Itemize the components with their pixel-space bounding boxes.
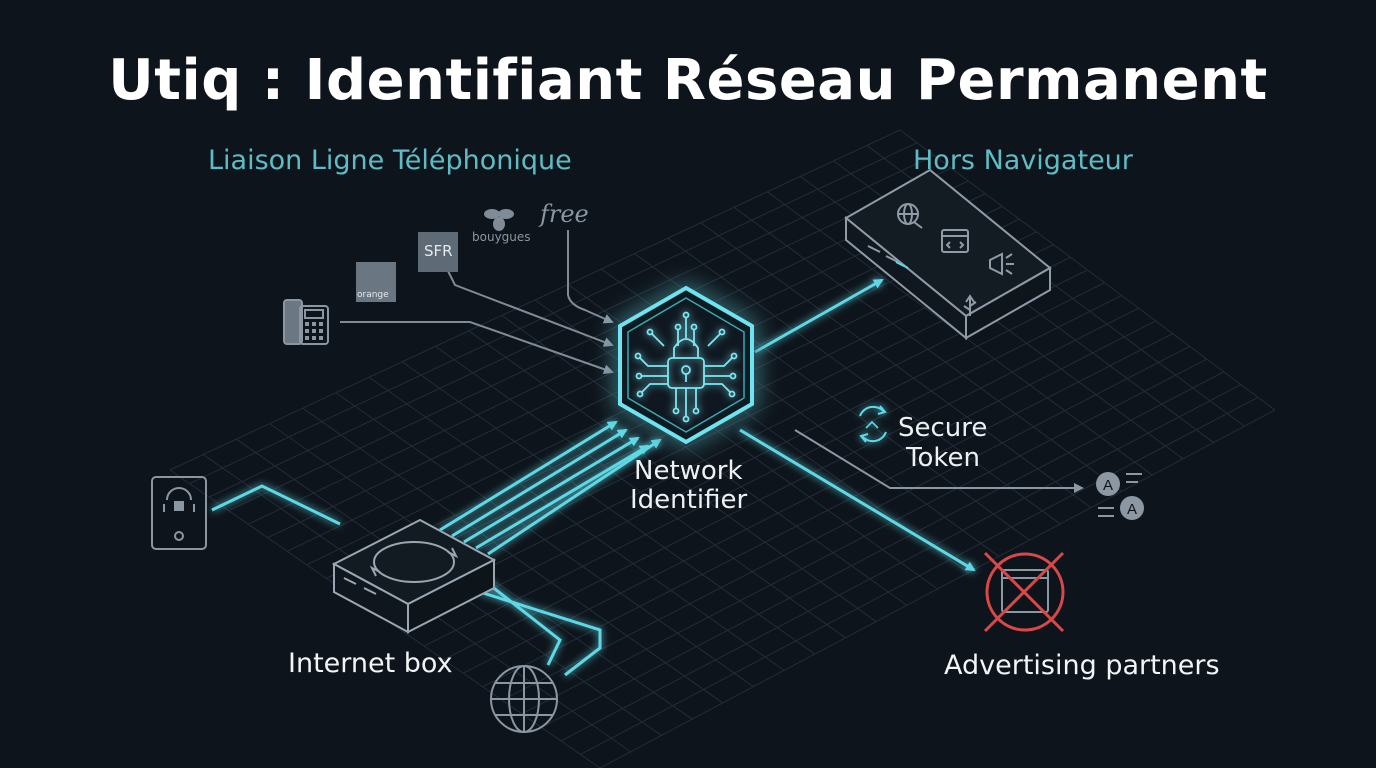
secure-token-label-line1: Secure — [898, 413, 988, 443]
grid-line — [423, 295, 1122, 647]
usb-icon — [963, 294, 977, 316]
secure-token-label-line2: Token — [906, 443, 980, 473]
secure-token-link — [794, 429, 1084, 493]
translate-a-1: A — [1103, 477, 1113, 494]
grid-line — [462, 320, 1156, 674]
grid-line — [667, 237, 1061, 525]
desk-phone-icon — [283, 299, 329, 345]
internet-box-label: Internet box — [288, 648, 453, 679]
operator-bouygues-label: bouygues — [472, 230, 531, 244]
grid-line — [580, 396, 1259, 755]
operator-sfr-logo — [418, 232, 458, 272]
translate-a-2: A — [1127, 501, 1137, 518]
grid-line — [899, 129, 1276, 411]
translate-icon: A A — [1096, 472, 1144, 520]
operator-orange-logo — [356, 262, 396, 302]
wall-socket-icon — [151, 476, 207, 550]
section-label-left: Liaison Ligne Téléphonique — [208, 145, 572, 176]
globe-icon — [490, 665, 558, 733]
page-title: Utiq : Identifiant Réseau Permanent — [108, 48, 1268, 113]
internet-box-device — [331, 518, 497, 634]
code-window-icon — [941, 229, 969, 253]
section-label-right: Hors Navigateur — [913, 145, 1133, 176]
grid-line — [521, 358, 1208, 715]
grid-line — [599, 409, 1276, 768]
network-identifier-label-line1: Network — [634, 456, 743, 486]
blocked-ad-icon — [983, 551, 1065, 633]
network-identifier-label-line2: Identifier — [630, 485, 748, 515]
grid-line — [502, 345, 1191, 701]
operator-bouygues-logo — [484, 209, 514, 231]
advertising-partners-label: Advertising partners — [944, 650, 1220, 681]
operator-sfr-label: SFR — [424, 242, 453, 260]
network-identifier-hub — [618, 285, 754, 445]
grid-line — [541, 371, 1225, 728]
circuit-lock-icon — [634, 311, 738, 423]
megaphone-icon — [989, 252, 1014, 276]
grid-line — [733, 206, 1122, 492]
globe-cursor-icon — [897, 203, 923, 229]
grid-line — [443, 307, 1139, 661]
sync-icon — [369, 541, 459, 583]
grid-line — [404, 282, 1105, 633]
grid-line — [482, 333, 1173, 688]
grid-line — [700, 222, 1092, 509]
operator-free-label: free — [540, 200, 589, 228]
grid-line — [560, 384, 1242, 742]
off-browser-device — [844, 168, 1052, 341]
secure-token-icon — [859, 405, 887, 443]
operator-orange-label: orange — [357, 290, 389, 300]
glow-links — [211, 278, 976, 677]
